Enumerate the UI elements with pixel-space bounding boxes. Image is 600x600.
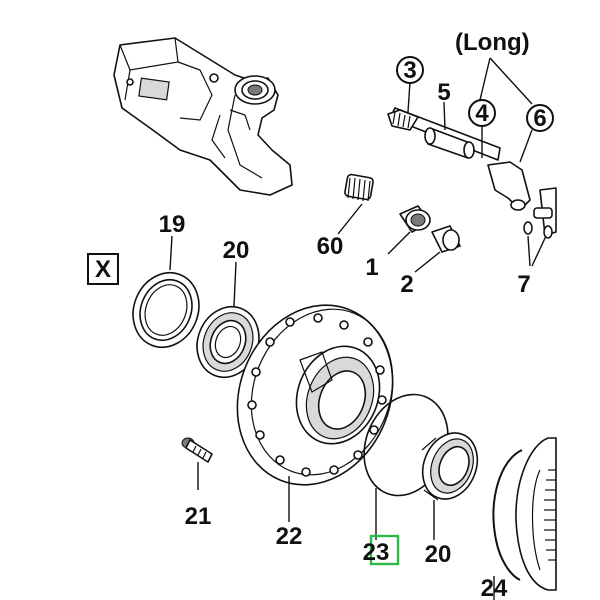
- callout-1-label: 1: [365, 254, 378, 281]
- bearing-1-part: [399, 205, 431, 233]
- right-margin: [557, 0, 600, 600]
- needle-bearing-part: [344, 173, 374, 202]
- bearing-20-right-part: [421, 432, 479, 501]
- axle-housing-part: [113, 37, 293, 196]
- axle-shaft-part: [387, 107, 531, 211]
- wheel-stud-21-part: [181, 437, 213, 463]
- callout-6-label: 6: [533, 105, 546, 132]
- callout-20-left-label: 20: [223, 237, 250, 264]
- u-joint-part: [523, 187, 557, 239]
- callout-22-label: 22: [276, 523, 303, 550]
- callout-60-label: 60: [317, 233, 344, 260]
- ring-gear-24-part: [492, 437, 557, 591]
- callout-23-label: 23: [363, 539, 390, 566]
- callout-23-highlight-box: [369, 534, 400, 566]
- section-marker-box: [87, 253, 119, 285]
- wheel-hub-22-part: [236, 304, 394, 486]
- callout-6-circle: [526, 104, 554, 132]
- bearing-20-left-part: [196, 305, 260, 379]
- section-marker-label: X: [95, 256, 111, 283]
- callout-5-label: 5: [437, 79, 450, 106]
- callout-4-circle: [468, 99, 496, 127]
- callout-20-right-label: 20: [425, 541, 452, 568]
- callout-2-label: 2: [400, 271, 413, 298]
- callout-24-label: 24: [481, 575, 508, 600]
- leader-lines: [169, 57, 547, 600]
- callout-3-circle: [396, 56, 424, 84]
- callout-3-label: 3: [403, 57, 416, 84]
- long-note-label: (Long): [455, 29, 530, 56]
- callout-21-label: 21: [185, 503, 212, 530]
- seal-19-part: [132, 271, 200, 349]
- callout-7-label: 7: [517, 271, 530, 298]
- bushing-2-part: [431, 225, 461, 253]
- callout-4-label: 4: [475, 100, 489, 127]
- callout-19-label: 19: [159, 211, 186, 238]
